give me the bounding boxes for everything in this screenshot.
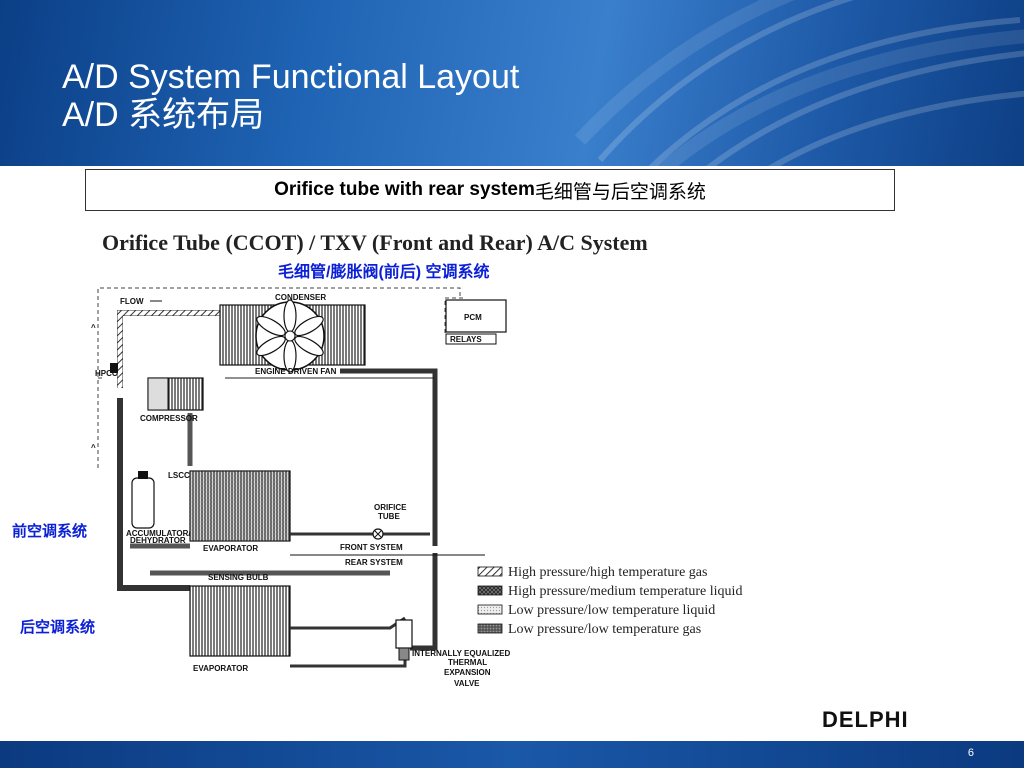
sensing-bulb-label: SENSING BULB [208, 573, 269, 582]
rear-system-label: REAR SYSTEM [345, 558, 403, 567]
txv-label-line1: INTERNALLY EQUALIZED [412, 649, 510, 658]
front-system-chinese-label: 前空调系统 [12, 523, 88, 540]
title-chinese: A/D 系统布局 [62, 96, 265, 134]
compressor-label: COMPRESSOR [140, 414, 198, 423]
header-banner: A/D System Functional Layout A/D 系统布局 [0, 0, 1024, 166]
arrow-up-mark-2: ^ [91, 443, 96, 452]
flow-label: FLOW [120, 297, 144, 306]
electrical-wiring [97, 287, 465, 468]
legend-item-2: High pressure/medium temperature liquid [508, 584, 742, 599]
ac-system-diagram: Orifice Tube (CCOT) / TXV (Front and Rea… [91, 230, 742, 688]
legend-item-1: High pressure/high temperature gas [508, 565, 707, 580]
footer-bar: 6 [0, 741, 1024, 768]
diagram-heading: Orifice Tube (CCOT) / TXV (Front and Rea… [102, 230, 648, 255]
hpco-label: HPCO [95, 369, 118, 378]
lscc-label: LSCC [168, 471, 190, 480]
tube-label: TUBE [378, 512, 400, 521]
legend-swatch-2 [477, 585, 503, 596]
pcm-box [445, 299, 507, 333]
arrow-up-mark: ^ [91, 323, 96, 332]
front-system-label: FRONT SYSTEM [340, 543, 403, 552]
front-evaporator-label: EVAPORATOR [203, 544, 258, 553]
diagram-heading-chinese: 毛细管/膨胀阀(前后) 空调系统 [278, 264, 490, 281]
hpco-switch [110, 363, 118, 373]
engine-fan-label: ENGINE DRIVEN FAN [255, 367, 337, 376]
legend-swatch-4 [477, 623, 503, 634]
header-swirl-graphic [574, 0, 1024, 166]
thermal-expansion-valve [395, 619, 413, 649]
legend-item-4: Low pressure/low temperature gas [508, 622, 701, 637]
title-english: A/D System Functional Layout [62, 58, 520, 96]
pcm-label: PCM [464, 313, 482, 322]
rear-evaporator [189, 585, 291, 657]
accumulator [131, 477, 155, 529]
legend-item-3: Low pressure/low temperature liquid [508, 603, 715, 618]
legend-swatch-3 [477, 604, 503, 615]
condenser-label: CONDENSER [275, 293, 326, 302]
txv-label-line3: EXPANSION [444, 668, 491, 677]
subtitle-english: Orifice tube with rear system [274, 179, 535, 200]
page-number: 6 [967, 747, 974, 759]
subtitle-chinese: 毛细管与后空调系统 [534, 181, 706, 203]
txv-label-line2: THERMAL [448, 658, 487, 667]
rear-system-chinese-label: 后空调系统 [20, 619, 96, 636]
delphi-logo: DELPHI [822, 707, 909, 732]
txv-label-line4: VALVE [454, 679, 480, 688]
legend-swatch-1 [477, 566, 503, 577]
rear-evaporator-label: EVAPORATOR [193, 664, 248, 673]
legend: High pressure/high temperature gas High … [477, 565, 742, 637]
page-title: A/D System Functional Layout A/D 系统布局 [62, 58, 519, 134]
relays-label: RELAYS [450, 335, 482, 344]
orifice-label: ORIFICE [374, 503, 407, 512]
accumulator-label: ACCUMULATOR/ [126, 529, 191, 538]
dehydrator-label: DEHYDRATOR [130, 536, 186, 545]
relays-box [445, 333, 497, 345]
